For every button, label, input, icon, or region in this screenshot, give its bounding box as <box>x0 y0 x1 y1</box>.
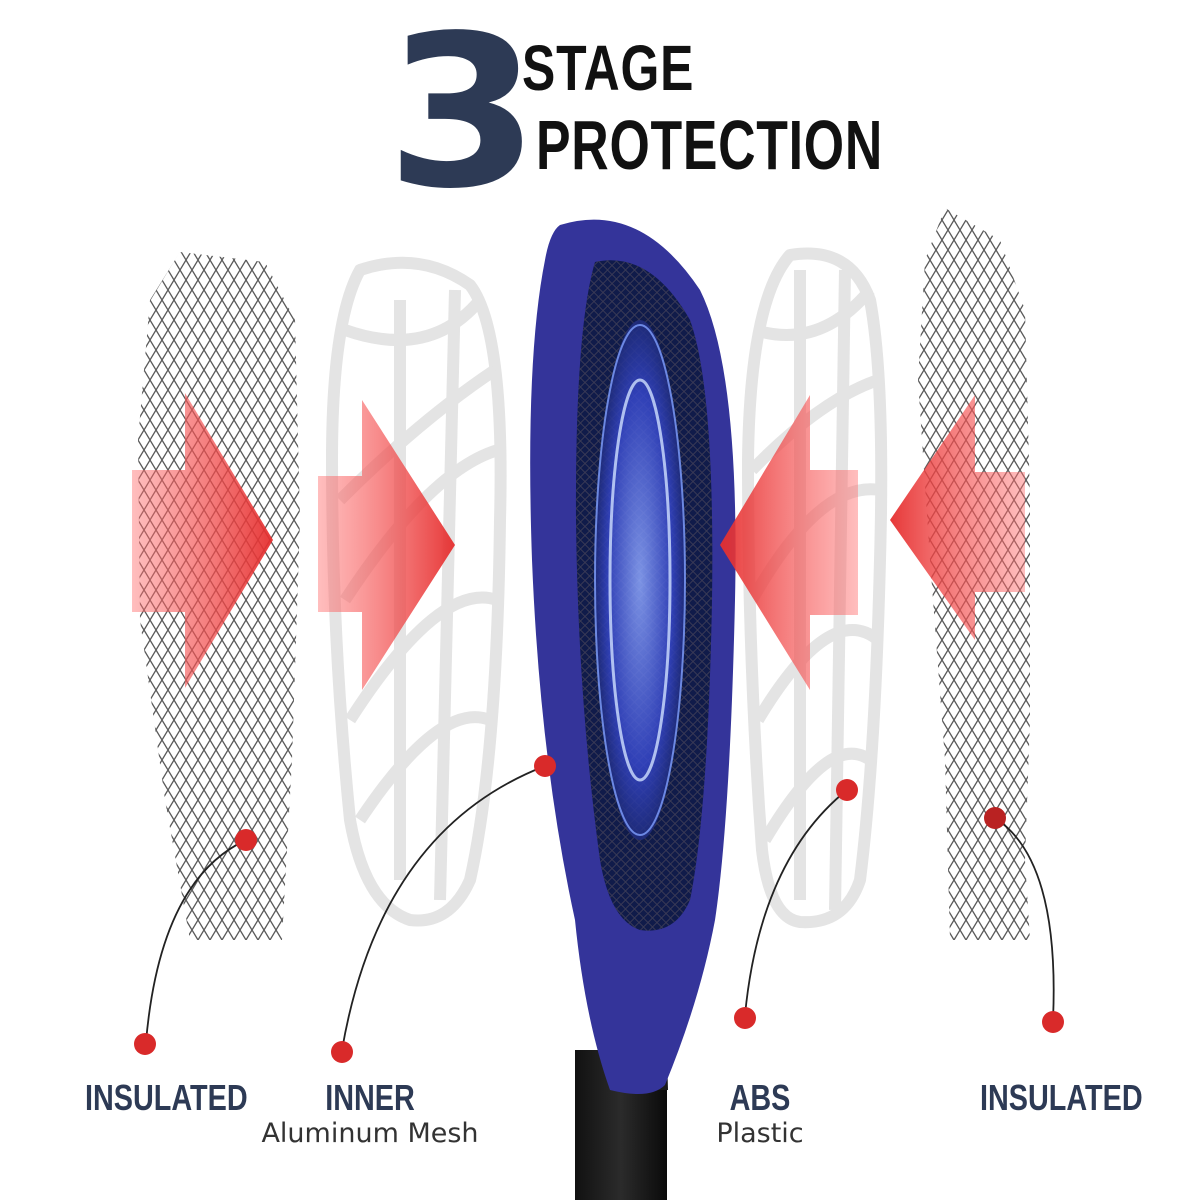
headline-number: 3 <box>386 0 539 235</box>
label-title: INNER <box>325 1077 415 1118</box>
red-arrow-icon <box>720 395 858 690</box>
callout-insulated-right <box>984 807 1064 1033</box>
callout-inner <box>331 755 556 1063</box>
label-title: ABS <box>729 1077 791 1118</box>
red-arrow-icon <box>890 395 1025 640</box>
callout-abs <box>734 779 858 1029</box>
label-insulated-right: INSULATED <box>965 1077 1143 1118</box>
label-abs: ABS Plastic <box>690 1080 830 1150</box>
label-insulated-left: INSULATED <box>70 1077 248 1118</box>
headline: 3 STAGE PROTECTION <box>0 0 1200 218</box>
red-arrow-icon <box>318 400 455 690</box>
label-inner: INNER Aluminum Mesh <box>250 1080 490 1150</box>
label-subtitle: Aluminum Mesh <box>261 1118 479 1149</box>
headline-line-1: STAGE <box>522 32 695 104</box>
red-arrow-icon <box>132 393 273 688</box>
label-subtitle: Plastic <box>716 1118 804 1149</box>
electric-fly-swatter <box>530 219 736 1200</box>
callout-insulated-left <box>134 829 257 1055</box>
label-title: INSULATED <box>980 1077 1143 1118</box>
headline-line-2: PROTECTION <box>536 106 883 184</box>
label-title: INSULATED <box>85 1077 248 1118</box>
